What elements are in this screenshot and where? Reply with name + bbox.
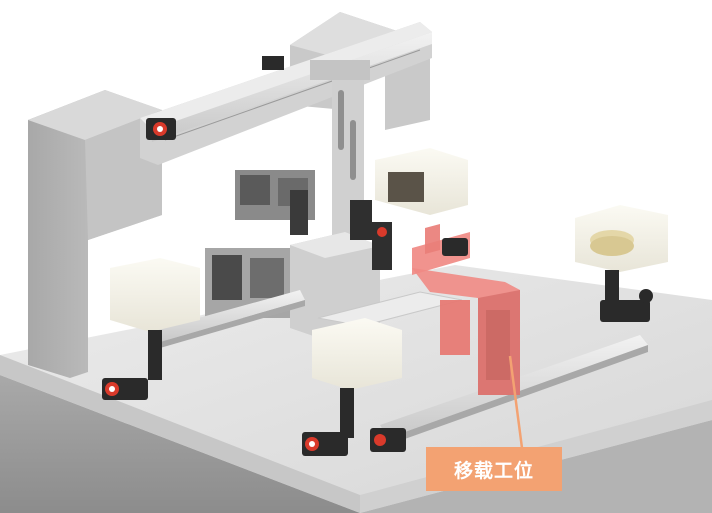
callout-label: 移载工位 — [426, 447, 562, 491]
gantry-motor — [146, 56, 284, 140]
servo-motors — [102, 238, 653, 456]
cassette-left — [110, 258, 200, 332]
cassette-back-left — [375, 148, 468, 215]
gripper-assembly — [235, 170, 315, 235]
callout-leader-line — [508, 355, 524, 449]
cassette-right — [575, 205, 668, 272]
left-frame-column — [28, 90, 162, 378]
cassette-front — [312, 318, 402, 390]
gantry-beam — [140, 22, 432, 165]
center-motors — [350, 200, 392, 270]
left-linear-rail — [155, 290, 305, 348]
